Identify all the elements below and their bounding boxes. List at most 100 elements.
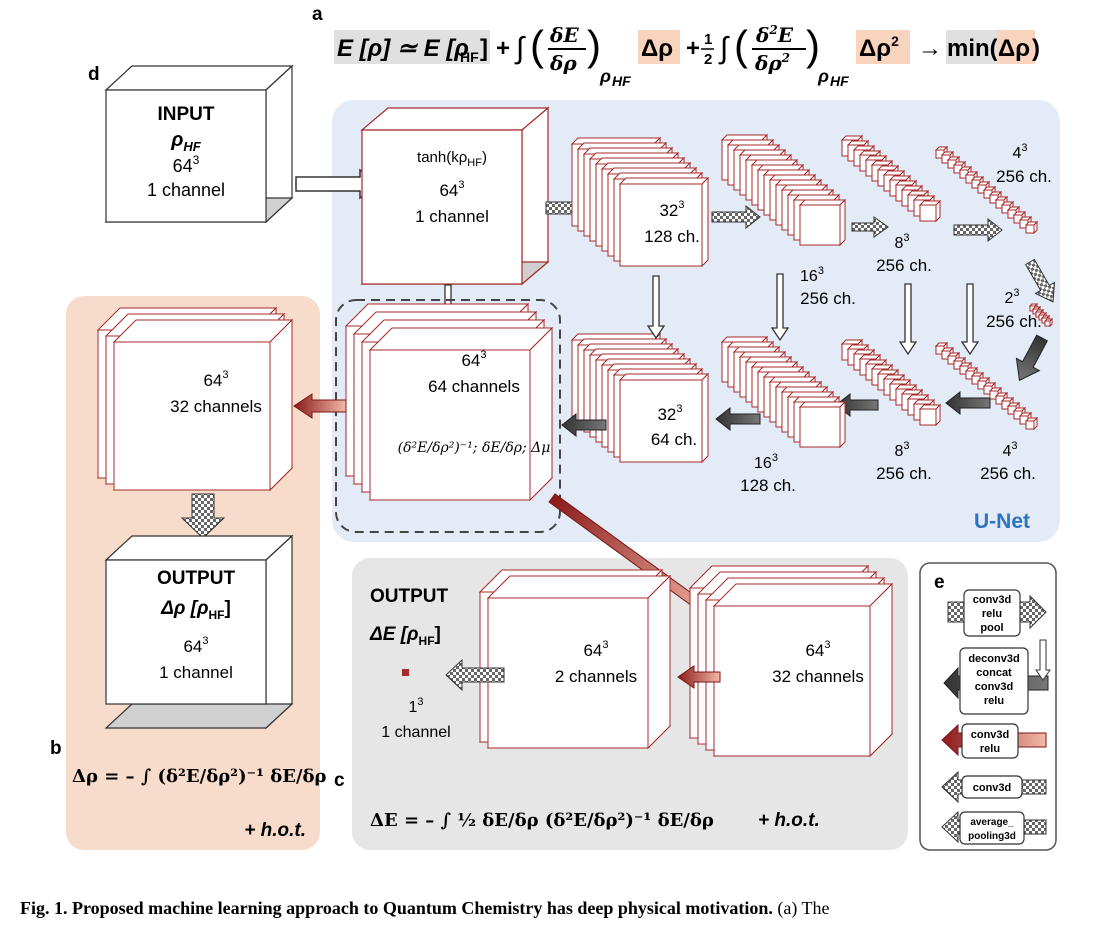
eq-a-sub-hf2: HF <box>830 73 849 89</box>
b-output-channels: 1 channel <box>159 663 233 682</box>
c-hot: + h.o.t. <box>758 810 820 831</box>
dec4-dims: 43 <box>1002 440 1017 460</box>
legend-item-2-line-4: relu <box>984 695 1004 707</box>
eq-a-lhs-bracket: ] <box>480 35 488 62</box>
eq-a-half-num: 1 <box>704 31 712 48</box>
c-scalar-channels: 1 channel <box>381 724 450 741</box>
enc4-channels: 256 ch. <box>996 167 1052 186</box>
unet-stack-16-256 <box>720 133 847 247</box>
eq-a-plus1: + <box>496 35 510 62</box>
b-output-dims: 643 <box>183 635 208 656</box>
unet-first-cube: tanh(kρHF) 643 1 channel <box>360 106 550 286</box>
b-output-title: OUTPUT <box>157 568 236 589</box>
b-output-symbol: Δρ [ρHF] <box>160 598 231 622</box>
eq-a-min-arg: Δρ <box>998 35 1030 62</box>
enc1-layer <box>618 176 710 268</box>
b-hot: + h.o.t. <box>244 820 306 841</box>
panel-letter-e: e <box>934 572 945 593</box>
dec4-channels: 256 ch. <box>980 464 1036 483</box>
enc1-channels: 128 ch. <box>644 227 700 246</box>
final-block-dashed-border <box>335 299 561 533</box>
unet-stack-dec-16-128 <box>720 335 847 449</box>
lhs-highlight <box>334 30 490 64</box>
eq-a-paren-l1: ( <box>530 22 544 69</box>
dec1-dims: 323 <box>657 403 682 424</box>
c-block2-dims: 643 <box>583 639 608 660</box>
eq-a-dE: δE <box>549 23 579 47</box>
enc3-channels: 256 ch. <box>876 256 932 275</box>
eq-a-paren-r1: ) <box>587 22 601 69</box>
eq-a-arrow: → <box>918 35 942 62</box>
c-block2-channels: 2 channels <box>555 667 637 686</box>
c-stack-2 <box>478 568 672 750</box>
unet-stack-dec-32-64 <box>570 332 710 464</box>
legend-e: conv3d relu pool deconv3d concat conv3d … <box>941 589 1051 845</box>
unet-stack-4-256 <box>934 145 1039 235</box>
eq-a-sub-hf: HF <box>612 73 631 89</box>
final-front-text: 643 64 channels (δ²E/δρ²)⁻¹; δE/δρ; Δμ <box>398 349 551 456</box>
caption-bold: Fig. 1. Proposed machine learning approa… <box>20 898 773 918</box>
legend-box-3 <box>961 723 1019 759</box>
dec1-layer <box>618 372 710 464</box>
eq-a-paren-r2: ) <box>806 22 820 69</box>
concat-arrow-3 <box>770 273 790 342</box>
bottom-dims: 23 <box>1004 287 1019 307</box>
enc2-channels: 256 ch. <box>800 289 856 308</box>
panel-letter-b: b <box>50 738 62 759</box>
unet-stack-2-256 <box>1028 302 1054 328</box>
panel-letter-d: d <box>88 64 100 85</box>
c-title: OUTPUT <box>370 586 449 607</box>
bottom-layer <box>1043 317 1054 328</box>
enc2-layer <box>798 198 847 247</box>
c32-layer <box>712 582 894 758</box>
unet-stack-32-128 <box>570 136 710 268</box>
delta-rho-highlight3 <box>997 30 1035 64</box>
c-arrow-to-scalar <box>445 658 505 692</box>
input-channels: 1 channel <box>147 180 225 200</box>
eq-a-plus2: + <box>686 35 700 62</box>
delta-rho-highlight1 <box>638 30 680 64</box>
eq-a-lhs-sub: HF <box>460 49 479 65</box>
eq-a-lhs: E [ρ] ≃ E [ρ <box>337 35 469 62</box>
panel-letter-c: c <box>334 770 345 791</box>
eq-a-sub-rho: ρ <box>599 66 611 86</box>
pool-arrow-4 <box>953 217 1003 243</box>
input-symbol: ρHF <box>170 129 201 154</box>
legend-item-1-line-2: relu <box>982 608 1002 620</box>
figure-caption: Fig. 1. Proposed machine learning approa… <box>20 898 1085 919</box>
concat-arrow-5 <box>960 283 980 356</box>
eq-a-min: min( <box>947 35 998 62</box>
equation-a: E [ρ] ≃ E [ρ HF ] + ∫ ( δE δρ ) ρ HF Δρ … <box>334 22 1040 89</box>
final-derivs: (δ²E/δρ²)⁻¹; δE/δρ; Δμ <box>398 440 551 456</box>
c-scalar-cube <box>402 669 409 676</box>
eq-a-sub-rho2: ρ <box>817 66 829 86</box>
eq-a-drho2: δρ2 <box>754 51 790 75</box>
legend-item-3-line-1: conv3d <box>971 729 1010 741</box>
enc1-dims: 323 <box>659 199 684 220</box>
enc4-layer <box>1024 220 1039 235</box>
enc4-dims: 43 <box>1012 142 1027 162</box>
legend-item-2-line-1: deconv3d <box>968 653 1019 665</box>
legend-item-5-line-2: pooling3d <box>968 831 1016 842</box>
dec3-channels: 256 ch. <box>876 464 932 483</box>
legend-item-2-line-2: concat <box>976 667 1012 679</box>
c-equation: ΔE = – ∫ ½ δE/δρ (δ²E/δρ²)⁻¹ δE/δρ <box>370 810 714 831</box>
b-layer <box>112 318 294 492</box>
legend-item-1-line-1: conv3d <box>973 594 1012 606</box>
enc3-dims: 83 <box>894 232 909 252</box>
legend-item-5-line-1: average_ <box>970 817 1014 828</box>
eq-a-integral: ∫ <box>514 32 526 65</box>
c-stack-32 <box>688 564 894 758</box>
eq-a-delta-rho2: Δρ2 <box>859 33 899 62</box>
final-dims: 643 <box>461 349 486 370</box>
unet-final-stack <box>344 302 554 502</box>
deconv-arrow-2 <box>715 406 761 432</box>
unet-first-channels: 1 channel <box>415 207 489 226</box>
enc4-layer <box>970 175 985 190</box>
unet-stack-dec-4-256 <box>934 341 1039 431</box>
legend-box-1 <box>963 589 1021 637</box>
eq-a-half-den: 2 <box>704 51 712 68</box>
legend-box-5 <box>959 811 1025 845</box>
input-cube: INPUT ρHF 643 1 channel <box>104 64 294 224</box>
